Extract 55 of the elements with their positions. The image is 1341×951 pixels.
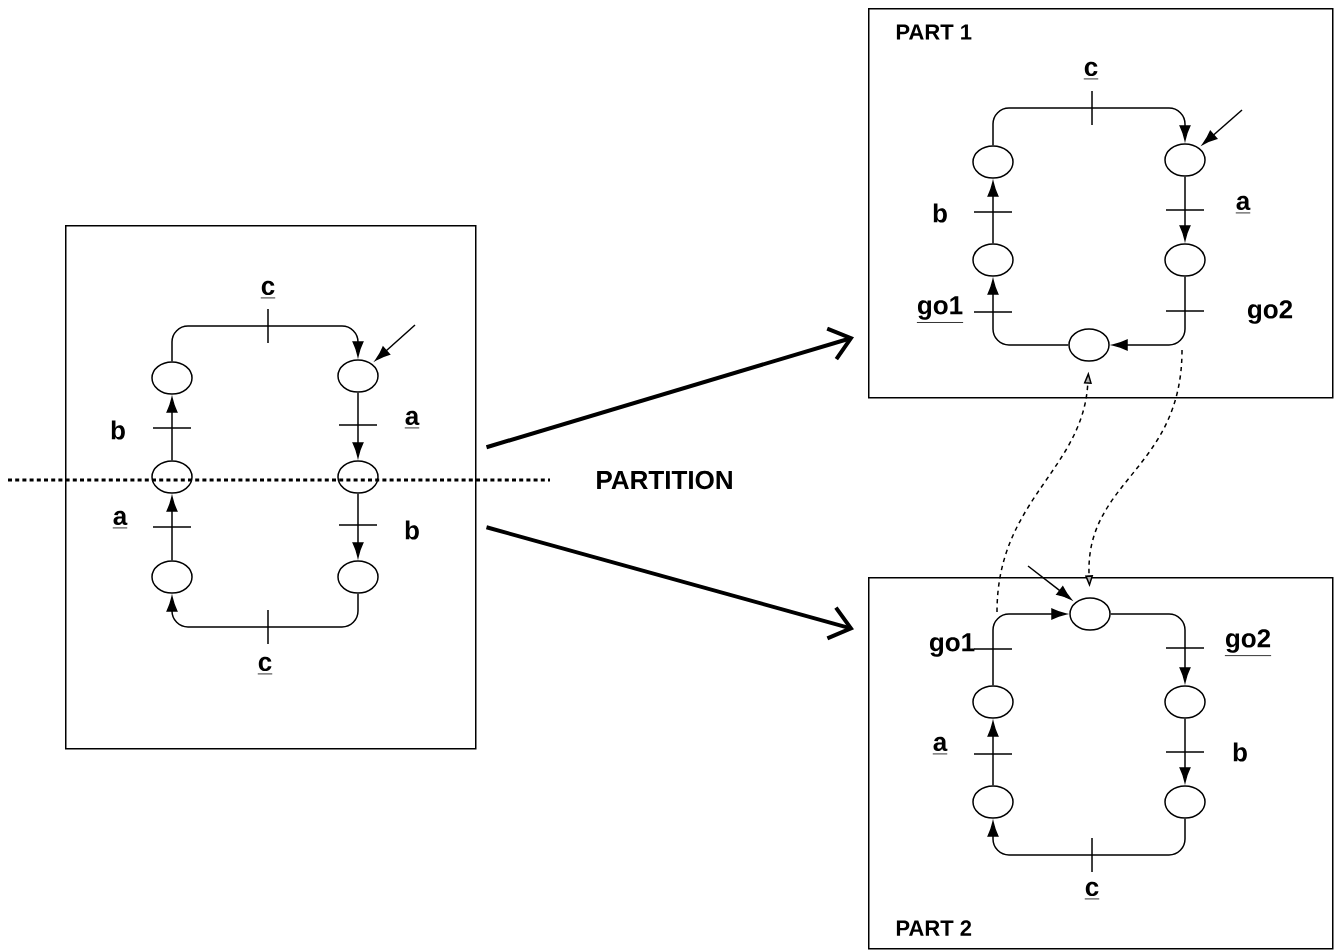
edge-label: b [933,203,947,223]
edge-label: c [1084,881,1100,900]
place-ellipse [972,785,1014,819]
edge-label: go2 [1224,629,1272,656]
arc-arrow [987,818,1186,856]
edge-label: go2 [1247,300,1293,324]
place-ellipse [972,685,1014,719]
place-ellipse [337,359,379,393]
token-arrow [1202,109,1243,145]
arc-arrow [992,608,1067,686]
double-arrow [485,326,854,450]
arc-arrow [352,493,364,558]
partition-label: PARTITION [597,470,732,490]
edge-label: b [405,520,419,540]
edge-label: b [1233,742,1247,762]
place-ellipse [151,460,193,494]
arc-arrow [166,397,178,461]
place-ellipse [1069,597,1111,631]
edge-label: a [1235,195,1251,214]
edge-label: c [260,280,276,299]
edge-label: a [112,510,128,529]
place-ellipse [337,560,379,594]
place-ellipse [972,145,1014,179]
place-ellipse [1164,143,1206,177]
place-ellipse [1068,328,1110,362]
place-ellipse [972,243,1014,277]
place-ellipse [1164,785,1206,819]
arc-arrow [987,721,999,786]
edge-label: go1 [916,296,964,323]
arc-arrow [166,496,178,561]
edge-label: b [111,420,125,440]
arc-arrow [1110,613,1191,683]
place-ellipse [151,361,193,395]
arc-arrow [1112,276,1186,351]
arc-arrow [1179,718,1191,783]
edge-label: a [404,410,420,429]
place-ellipse [1164,243,1206,277]
arc-arrow [987,279,1069,346]
token-arrow [375,324,416,361]
arc-arrow [171,325,364,362]
place-ellipse [337,460,379,494]
edge-label: c [257,656,273,675]
arc-arrow [992,107,1191,146]
net-box [65,225,477,750]
arc-arrow [1179,176,1191,241]
edge-label: go1 [929,633,975,657]
edge-label: a [932,736,948,755]
place-ellipse [1164,685,1206,719]
double-arrow [485,525,854,641]
token-arrow [1027,565,1072,600]
arc-arrow [352,392,364,458]
place-ellipse [151,560,193,594]
arc-arrow [987,181,999,244]
edge-label: c [1083,61,1099,80]
arc-arrow [166,593,359,628]
